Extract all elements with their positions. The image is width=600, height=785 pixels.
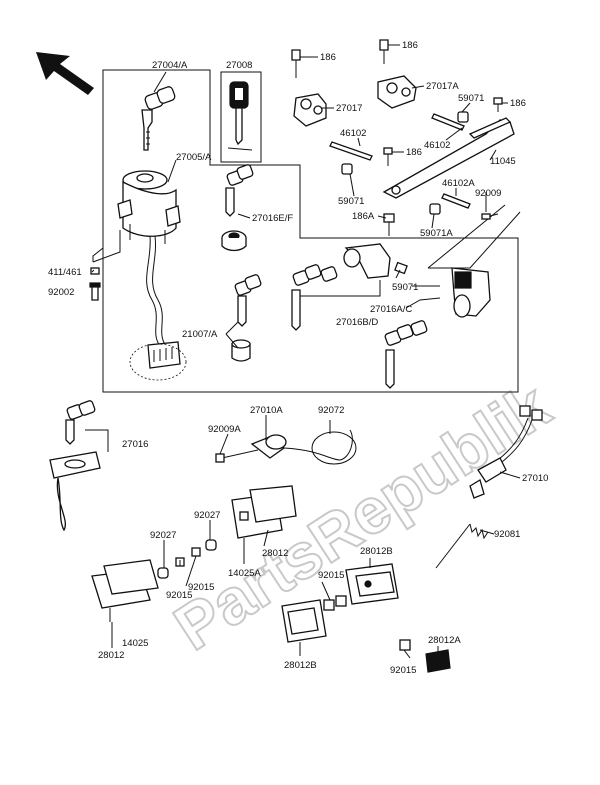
lens-28012B-right [345, 563, 399, 605]
keys-27016BD [291, 264, 338, 331]
bolt-186A [383, 213, 395, 236]
label-27005A: 27005/A [176, 152, 212, 163]
label-59071A: 59071A [420, 228, 453, 239]
label-59071-c: 59071 [392, 282, 418, 293]
switch-27010A [215, 429, 357, 465]
label-92002: 92002 [48, 287, 74, 298]
rod-46102-left [329, 141, 373, 161]
label-27010: 27010 [522, 473, 548, 484]
bolt-92002 [89, 267, 101, 301]
key-27008 [227, 81, 253, 151]
spring-92081 [435, 523, 489, 569]
bracket-27017 [291, 49, 327, 127]
label-11045: 11045 [490, 156, 516, 167]
label-59071-a: 59071 [458, 93, 484, 104]
label-92015-b: 92015 [166, 590, 192, 601]
key-27008-frame [220, 71, 262, 163]
spacer-92027-left [157, 567, 169, 579]
bolt-186-c [493, 97, 503, 112]
spacer-59071-a [341, 163, 353, 175]
label-27016AC: 27016A/C [370, 304, 412, 315]
spacer-92027-center [205, 539, 217, 551]
lens-28012-center [249, 485, 297, 523]
label-14025: 14025 [122, 638, 148, 649]
label-28012-a: 28012 [262, 548, 288, 559]
switch-27010 [469, 405, 543, 499]
screw-92009 [481, 213, 499, 220]
label-27004A: 27004/A [152, 60, 188, 71]
label-92027-a: 92027 [194, 510, 220, 521]
spacer-59071A [429, 203, 441, 215]
label-92009: 92009 [475, 188, 501, 199]
label-46102-a: 46102 [340, 128, 366, 139]
label-46102A: 46102A [442, 178, 475, 189]
front-direction-arrow-icon [36, 52, 94, 95]
label-27016EF: 27016E/F [252, 213, 293, 224]
label-92009A: 92009A [208, 424, 241, 435]
label-21007A: 21007/A [182, 329, 218, 340]
lens-28012A [425, 649, 451, 673]
label-186-c: 186 [510, 98, 526, 109]
label-46102-b: 46102 [424, 140, 450, 151]
label-28012B-lower: 28012B [284, 660, 317, 671]
keys-27016 [65, 400, 96, 445]
label-59071-b: 59071 [338, 196, 364, 207]
keys-27016EF [221, 164, 254, 252]
label-411-461: 411/461 [48, 267, 82, 278]
label-27016BD: 27016B/D [336, 317, 378, 328]
label-186-a: 186 [320, 52, 336, 63]
label-27010A: 27010A [250, 405, 283, 416]
label-92081: 92081 [494, 529, 520, 540]
label-92027-b: 92027 [150, 530, 176, 541]
label-186-b: 186 [402, 40, 418, 51]
rod-46102-right [431, 113, 465, 131]
watermark-text: PartsRepublik [162, 369, 562, 664]
label-27017A: 27017A [426, 81, 459, 92]
main-assembly-frame [102, 69, 519, 393]
spacer-59071-b [457, 111, 469, 123]
leader-lines [91, 44, 521, 659]
lens-28012-left [91, 559, 159, 609]
label-27008: 27008 [226, 60, 252, 71]
label-92015-a: 92015 [188, 582, 214, 593]
keys-27016AC-lower [384, 320, 428, 389]
helmet-lock-27016AC [451, 267, 491, 318]
part-labels: 27004/A 27008 27005/A 27016E/F 411/461 9… [48, 40, 548, 676]
label-28012B: 28012B [360, 546, 393, 557]
label-92015-c: 92015 [318, 570, 344, 581]
label-27016: 27016 [122, 439, 148, 450]
label-28012A: 28012A [428, 635, 461, 646]
spacer-92015-right [335, 595, 347, 607]
bracket-27017A [377, 39, 417, 109]
label-92072: 92072 [318, 405, 344, 416]
ignition-switch-assembly [117, 86, 187, 381]
label-27017: 27017 [336, 103, 362, 114]
label-186-d: 186 [406, 147, 422, 158]
nut-92015-lower [399, 639, 411, 651]
bar-11045 [382, 117, 515, 199]
rod-46102A [441, 193, 471, 209]
label-14025A: 14025A [228, 568, 261, 579]
label-92015-d: 92015 [390, 665, 416, 676]
nut-92015-center [191, 547, 201, 557]
lock-cover-27016 [49, 451, 101, 532]
nut-92015-right [323, 599, 335, 611]
seat-lock-bracket [343, 243, 408, 279]
bolt-186-d [383, 147, 393, 166]
keys-21007A [231, 274, 262, 362]
lens-28012B-lower [281, 599, 327, 643]
label-186A: 186A [352, 211, 375, 222]
label-28012-b: 28012 [98, 650, 124, 661]
